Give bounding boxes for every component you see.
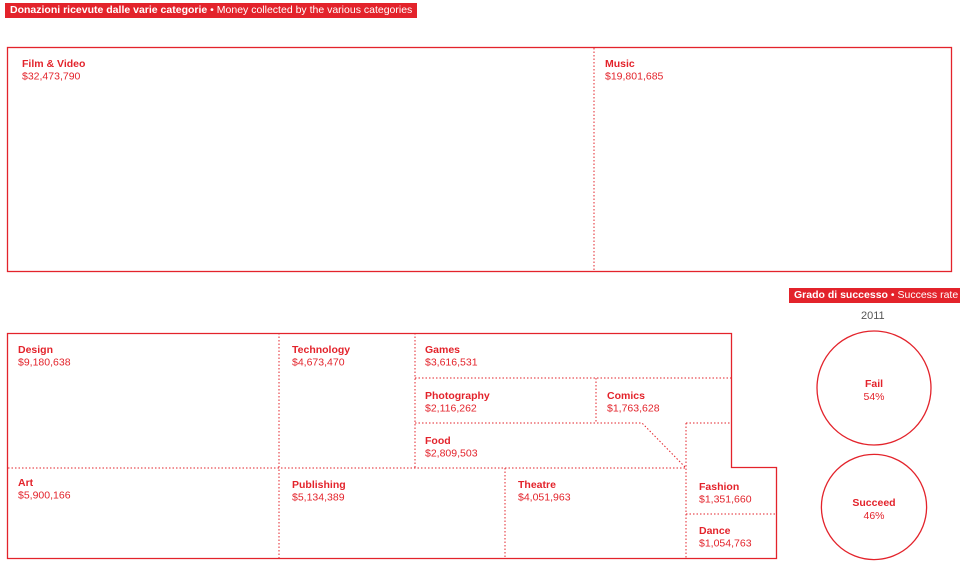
- cell-name-music: Music: [605, 58, 635, 70]
- success-title-en: Success rate: [897, 289, 959, 301]
- bubble-value-succeed: 46%: [863, 510, 884, 522]
- bubble-name-succeed: Succeed: [852, 497, 895, 509]
- cell-name-publishing: Publishing: [292, 479, 346, 491]
- success-title-separator: •: [890, 289, 895, 301]
- success-title-it: Grado di successo: [794, 289, 888, 301]
- cell-name-technology: Technology: [292, 344, 350, 356]
- cell-name-film-video: Film & Video: [22, 58, 85, 70]
- cell-name-dance: Dance: [699, 525, 731, 537]
- cell-value-photography: $2,116,262: [425, 403, 477, 415]
- cell-value-dance: $1,054,763: [699, 538, 752, 550]
- cell-value-technology: $4,673,470: [292, 357, 345, 369]
- cell-name-design: Design: [18, 344, 53, 356]
- cell-name-theatre: Theatre: [518, 479, 556, 491]
- cell-value-music: $19,801,685: [605, 71, 664, 83]
- bottom-treemap-border: [6, 332, 778, 560]
- bubble-name-fail: Fail: [865, 378, 883, 390]
- year-label: 2011: [861, 310, 885, 322]
- cell-value-art: $5,900,166: [18, 490, 71, 502]
- chart-title: Donazioni ricevute dalle varie categorie…: [5, 3, 418, 18]
- chart-title-it: Donazioni ricevute dalle varie categorie: [10, 4, 208, 16]
- success-rate-title: Grado di successo • Success rate: [789, 288, 960, 303]
- cell-value-fashion: $1,351,660: [699, 494, 752, 506]
- cell-value-design: $9,180,638: [18, 357, 71, 369]
- cell-name-art: Art: [18, 477, 34, 489]
- chart-title-en: Money collected by the various categorie…: [216, 4, 413, 16]
- cell-name-comics: Comics: [607, 390, 645, 402]
- cell-name-photography: Photography: [425, 390, 490, 402]
- cell-value-film-video: $32,473,790: [22, 71, 81, 83]
- cell-value-publishing: $5,134,389: [292, 492, 345, 504]
- cell-value-food: $2,809,503: [425, 448, 478, 460]
- bubble-value-fail: 54%: [863, 391, 884, 403]
- bubble-succeed: [820, 453, 928, 561]
- top-treemap-border: [6, 46, 953, 273]
- cell-divider: [415, 422, 687, 469]
- cell-name-food: Food: [425, 435, 451, 447]
- cell-value-games: $3,616,531: [425, 357, 478, 369]
- title-separator: •: [210, 4, 214, 16]
- bubble-fail: [816, 330, 932, 446]
- cell-value-theatre: $4,051,963: [518, 492, 571, 504]
- cell-value-comics: $1,763,628: [607, 403, 660, 415]
- cell-name-games: Games: [425, 344, 460, 356]
- cell-name-fashion: Fashion: [699, 481, 739, 493]
